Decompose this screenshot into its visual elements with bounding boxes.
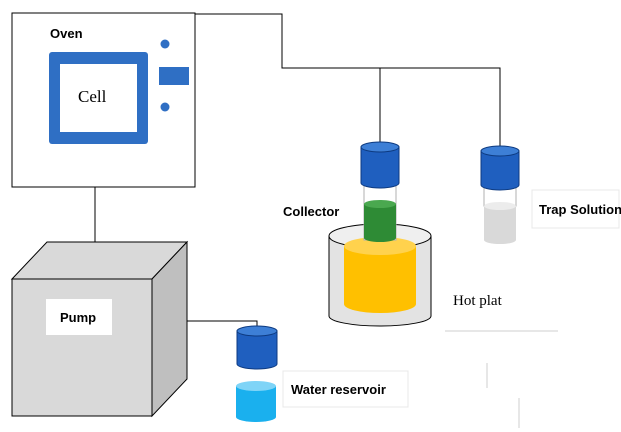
heating-bath-top xyxy=(344,237,416,255)
oven-to-collector-line xyxy=(195,13,381,143)
collector-vial-top xyxy=(364,200,396,208)
water-reservoir-label: Water reservoir xyxy=(291,382,386,397)
oven-label: Oven xyxy=(50,26,83,41)
water-reservoir-label-box xyxy=(282,370,409,408)
oven-indicator-bottom xyxy=(160,102,170,112)
collector-cap-body xyxy=(360,146,400,189)
trap-vial-top xyxy=(484,202,516,210)
collector-cap-top xyxy=(360,141,400,153)
reservoir-cap-top xyxy=(236,325,278,337)
trap-assembly: Trap Solution xyxy=(480,145,621,244)
cell-label: Cell xyxy=(78,87,107,106)
trap-solution-label: Trap Solution xyxy=(539,202,621,217)
reservoir-cap-body xyxy=(236,330,278,370)
hot-plate-label: Hot plat xyxy=(453,293,503,309)
oven-display xyxy=(159,67,189,85)
water-reservoir: Water reservoir xyxy=(236,325,409,422)
trap-solution-label-box xyxy=(531,189,620,229)
reservoir-body xyxy=(236,386,276,422)
cell-window xyxy=(60,64,137,132)
oven: Oven Cell xyxy=(11,12,196,188)
trap-cap-top xyxy=(480,145,520,157)
heating-bath xyxy=(344,246,416,313)
pump-label-box xyxy=(46,299,112,335)
pump-label: Pump xyxy=(60,310,96,325)
reservoir-body-top xyxy=(236,381,276,391)
trap-vial xyxy=(484,206,516,244)
artifact-lines xyxy=(445,330,558,428)
collector-assembly: Collector xyxy=(283,141,432,327)
trap-cap-body xyxy=(480,150,520,191)
oven-indicator-top xyxy=(160,39,170,49)
oven-to-trap-line xyxy=(282,67,501,147)
pump: Pump xyxy=(10,240,189,418)
collector-label: Collector xyxy=(283,204,339,219)
collector-vial xyxy=(364,204,396,242)
